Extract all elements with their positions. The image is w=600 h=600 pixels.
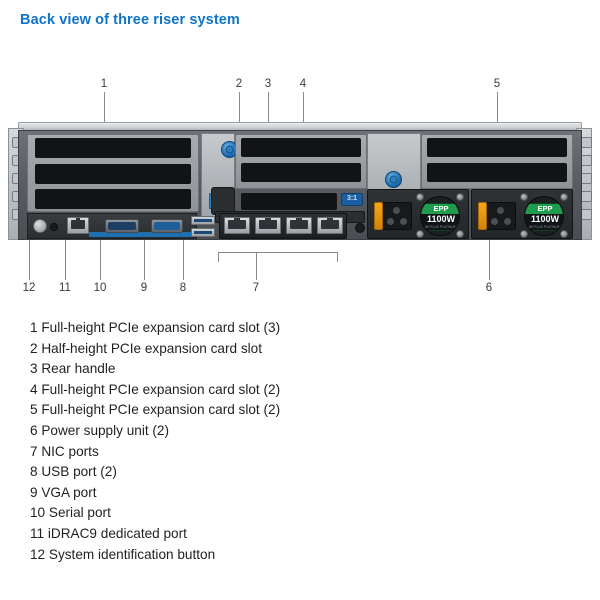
legend-item-9: 9 VGA port bbox=[30, 484, 97, 500]
system-identification-button[interactable] bbox=[33, 219, 47, 233]
psu-fine-2: 80 PLUS PLATINUM bbox=[525, 225, 563, 230]
leader-line bbox=[29, 210, 30, 280]
pcie-slot-5a bbox=[427, 138, 567, 157]
power-supply-unit-2[interactable]: EPP 1100W 80 PLUS PLATINUM bbox=[471, 189, 573, 239]
page-title: Back view of three riser system bbox=[20, 12, 240, 28]
pcie-slot-1a bbox=[35, 138, 191, 158]
power-connector-2 bbox=[486, 202, 516, 230]
idrac9-dedicated-port[interactable] bbox=[67, 217, 89, 234]
leader-line bbox=[144, 220, 145, 280]
callout-number-12: 12 bbox=[22, 282, 36, 294]
psu-brand-1: EPP bbox=[421, 204, 459, 214]
nic-indicator bbox=[355, 223, 365, 233]
callout-number-10: 10 bbox=[93, 282, 107, 294]
usb-port-top[interactable] bbox=[191, 216, 215, 225]
riser-badge: 3:1 bbox=[341, 193, 363, 206]
legend-item-10: 10 Serial port bbox=[30, 505, 111, 521]
callout-number-8: 8 bbox=[179, 282, 187, 294]
pcie-slot-1c bbox=[35, 189, 191, 209]
legend-item-8: 8 USB port (2) bbox=[30, 464, 117, 480]
psu-watts-2: 1100W bbox=[525, 214, 563, 225]
callout-number-11: 11 bbox=[59, 282, 71, 294]
legend-item-6: 6 Power supply unit (2) bbox=[30, 422, 170, 438]
chassis-body: 3:1 bbox=[18, 130, 582, 240]
leader-line bbox=[337, 252, 338, 262]
riser-thumbscrew-right bbox=[385, 171, 402, 188]
psu-brand-2: EPP bbox=[525, 204, 563, 214]
leader-line bbox=[218, 252, 219, 262]
pcie-slot-4b bbox=[241, 163, 361, 182]
nic-port-1[interactable] bbox=[224, 217, 250, 234]
power-supply-unit-1[interactable]: EPP 1100W 80 PLUS PLATINUM bbox=[367, 189, 469, 239]
callout-number-9: 9 bbox=[140, 282, 148, 294]
nic-port-2[interactable] bbox=[255, 217, 281, 234]
callout-number-1: 1 bbox=[100, 78, 108, 90]
psu-label-2: EPP 1100W 80 PLUS PLATINUM bbox=[525, 203, 563, 231]
vga-port[interactable] bbox=[151, 219, 183, 233]
callout-number-2: 2 bbox=[235, 78, 243, 90]
psu-fan-2: EPP 1100W 80 PLUS PLATINUM bbox=[524, 196, 564, 236]
psu-fan-1: EPP 1100W 80 PLUS PLATINUM bbox=[420, 196, 460, 236]
callout-number-7: 7 bbox=[252, 282, 260, 294]
callout-number-4: 4 bbox=[299, 78, 307, 90]
leader-line bbox=[183, 215, 184, 280]
legend-item-2: 2 Half-height PCIe expansion card slot bbox=[30, 340, 262, 356]
pcie-slot-2-half-height bbox=[241, 193, 337, 210]
pcie-slot-4a bbox=[241, 138, 361, 157]
psu-release-latch-1 bbox=[374, 202, 383, 230]
legend-item-5: 5 Full-height PCIe expansion card slot (… bbox=[30, 402, 281, 418]
pcie-slot-1b bbox=[35, 164, 191, 184]
leader-line bbox=[218, 252, 338, 253]
legend-item-12: 12 System identification button bbox=[30, 546, 216, 562]
legend-item-3: 3 Rear handle bbox=[30, 361, 116, 377]
pcie-slot-5b bbox=[427, 163, 567, 182]
legend-item-4: 4 Full-height PCIe expansion card slot (… bbox=[30, 381, 281, 397]
leader-line bbox=[100, 220, 101, 280]
psu-label-1: EPP 1100W 80 PLUS PLATINUM bbox=[421, 203, 459, 231]
nic-port-4[interactable] bbox=[317, 217, 343, 234]
leader-line bbox=[489, 238, 490, 280]
power-connector-1 bbox=[382, 202, 412, 230]
rear-handle-grip bbox=[211, 187, 235, 215]
legend-item-1: 1 Full-height PCIe expansion card slot (… bbox=[30, 320, 281, 335]
psu-release-latch-2 bbox=[478, 202, 487, 230]
status-led bbox=[50, 223, 58, 231]
legend-item-11: 11 iDRAC9 dedicated port bbox=[30, 525, 187, 541]
psu-fine-1: 80 PLUS PLATINUM bbox=[421, 225, 459, 230]
callout-number-5: 5 bbox=[493, 78, 501, 90]
usb-port-bottom[interactable] bbox=[191, 228, 215, 237]
leader-line bbox=[65, 210, 66, 280]
legend-item-7: 7 NIC ports bbox=[30, 443, 99, 459]
psu-watts-1: 1100W bbox=[421, 214, 459, 225]
leader-line bbox=[256, 252, 257, 280]
legend-list: 1 Full-height PCIe expansion card slot (… bbox=[30, 318, 430, 565]
server-chassis: 3:1 bbox=[8, 122, 592, 247]
callout-number-6: 6 bbox=[485, 282, 493, 294]
serial-port[interactable] bbox=[105, 219, 139, 233]
callout-number-3: 3 bbox=[264, 78, 272, 90]
nic-port-3[interactable] bbox=[286, 217, 312, 234]
io-panel-accent bbox=[89, 232, 197, 237]
